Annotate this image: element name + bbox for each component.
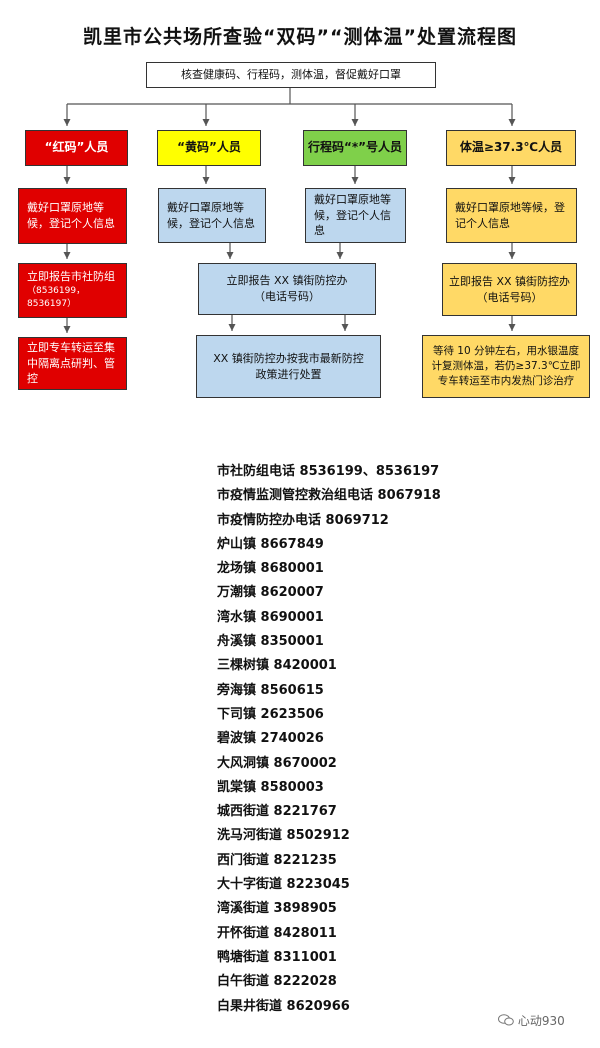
merged-step-report-phone: （电话号码）: [254, 290, 320, 303]
top-check-box: 核查健康码、行程码，测体温，督促戴好口罩: [146, 62, 436, 88]
orange-step-wait: 戴好口罩原地等候，登记个人信息: [446, 188, 577, 243]
red-step-report: 立即报告市社防组 （8536199，8536197）: [18, 263, 127, 318]
star-itinerary-header: 行程码“*”号人员: [303, 130, 407, 166]
yellow-step-wait-text: 戴好口罩原地等候，登记个人信息: [167, 200, 255, 230]
orange-step-report-phone: （电话号码）: [476, 290, 543, 304]
contact-item: 下司镇 2623506: [217, 706, 324, 722]
contact-item: 市社防组电话 8536199、8536197: [217, 464, 440, 479]
orange-step-report: 立即报告 XX 镇街防控办 （电话号码）: [442, 263, 577, 316]
red-step-wait: 戴好口罩原地等候，登记个人信息: [18, 188, 127, 244]
flow-connectors: [63, 88, 516, 333]
contact-item: 炉山镇 8667849: [217, 536, 324, 552]
merged-step-report: 立即报告 XX 镇街防控办 （电话号码）: [198, 263, 376, 315]
red-step-transfer: 立即专车转运至集中隔离点研判、管控: [18, 337, 127, 390]
watermark-text: 心动930: [517, 1014, 565, 1028]
merged-step-handle-text: XX 镇街防控办按我市最新防控政策进行处置: [213, 351, 364, 381]
red-step-wait-text: 戴好口罩原地等候，登记个人信息: [27, 201, 115, 230]
orange-step-wait-text: 戴好口罩原地等候，登记个人信息: [455, 200, 565, 230]
contact-item: 市疫情监测管控救治组电话 8067918: [217, 488, 441, 504]
contact-item: 凯棠镇 8580003: [217, 779, 324, 795]
red-step-transfer-text: 立即专车转运至集中隔离点研判、管控: [27, 340, 115, 386]
red-step-report-text: 立即报告市社防组: [27, 270, 115, 284]
contact-item: 旁海镇 8560615: [217, 682, 324, 698]
contact-item: 白午街道 8222028: [217, 974, 337, 990]
contact-item: 城西街道 8221767: [217, 804, 337, 820]
merged-step-report-text: 立即报告 XX 镇街防控办: [226, 274, 348, 288]
fever-header: 体温≥37.3℃人员: [446, 130, 576, 166]
yellow-step-wait: 戴好口罩原地等候，登记个人信息: [158, 188, 266, 243]
contact-list: 市社防组电话 8536199、8536197 市疫情监测管控救治组电话 8067…: [217, 460, 441, 1019]
fever-header-text: 体温≥37.3℃人员: [459, 140, 563, 155]
red-step-report-phones: （8536199，8536197）: [27, 286, 86, 310]
green-step-wait-text: 戴好口罩原地等候，登记个人信息: [314, 192, 391, 238]
contact-item: 舟溪镇 8350001: [217, 634, 324, 650]
contact-item: 湾水镇 8690001: [217, 609, 324, 625]
contact-item: 万潮镇 8620007: [217, 585, 324, 601]
red-code-header-text: “红码”人员: [44, 140, 109, 155]
contact-item: 龙场镇 8680001: [217, 561, 324, 577]
contact-item: 白果井街道 8620966: [217, 998, 350, 1014]
yellow-code-header-text: “黄码”人员: [177, 140, 241, 155]
page-title: 凯里市公共场所查验“双码”“测体温”处置流程图: [83, 26, 517, 48]
green-step-wait: 戴好口罩原地等候，登记个人信息: [305, 188, 406, 243]
orange-step-recheck-text: 等待 10 分钟左右，用水银温度计复测体温，若仍≥37.3℃立即专车转运至市内发…: [431, 344, 581, 388]
red-code-header: “红码”人员: [25, 130, 128, 166]
contact-item: 三棵树镇 8420001: [217, 658, 337, 674]
orange-step-recheck: 等待 10 分钟左右，用水银温度计复测体温，若仍≥37.3℃立即专车转运至市内发…: [422, 335, 590, 398]
watermark: 心动930: [498, 1012, 565, 1029]
yellow-code-header: “黄码”人员: [157, 130, 261, 166]
wechat-icon: [498, 1014, 514, 1026]
top-check-text: 核查健康码、行程码，测体温，督促戴好口罩: [181, 68, 401, 82]
contact-item: 西门街道 8221235: [217, 852, 337, 868]
contact-item: 鸭塘街道 8311001: [217, 949, 337, 965]
contact-item: 开怀街道 8428011: [217, 925, 337, 941]
contact-item: 大十字街道 8223045: [217, 877, 350, 893]
contact-item: 湾溪街道 3898905: [217, 901, 337, 917]
star-itinerary-header-text: 行程码“*”号人员: [307, 140, 403, 155]
contact-item: 碧波镇 2740026: [217, 731, 324, 747]
merged-step-handle: XX 镇街防控办按我市最新防控政策进行处置: [196, 335, 381, 398]
orange-step-report-text: 立即报告 XX 镇街防控办: [448, 274, 571, 288]
contact-item: 大风洞镇 8670002: [217, 755, 337, 771]
contact-item: 市疫情防控办电话 8069712: [217, 512, 389, 528]
contact-item: 洗马河街道 8502912: [217, 828, 350, 844]
